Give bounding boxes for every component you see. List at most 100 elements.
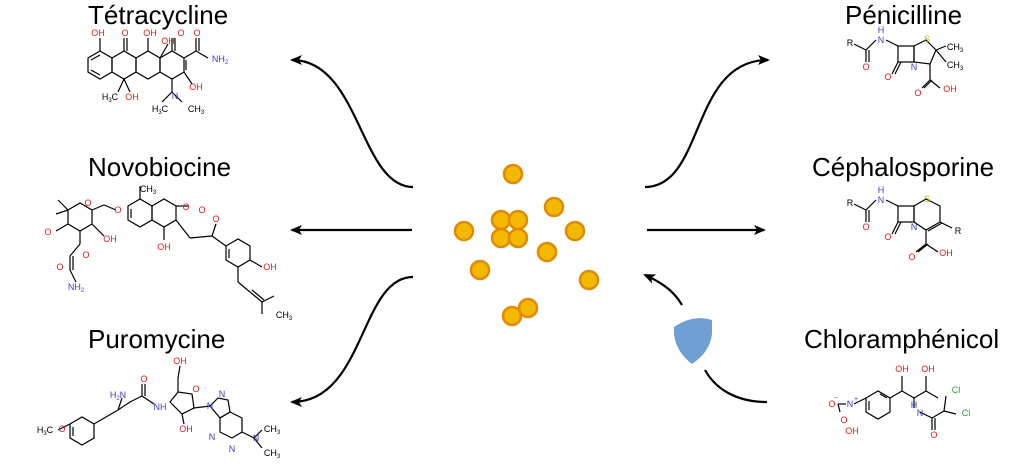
atom-label: O (44, 227, 51, 237)
atom-label: OH (939, 248, 953, 258)
atom-label: O (58, 424, 65, 434)
atom-label: CH3 (264, 448, 281, 460)
arrow-icon (290, 275, 414, 407)
title-puromycin: Puromycine (88, 324, 226, 354)
bacterium (490, 209, 512, 231)
bacterium (469, 259, 491, 281)
atom-label: N (847, 399, 854, 409)
title-tetracycline: Tétracycline (88, 0, 229, 30)
structure-puromycin: H2N O NH OH OH O H3C O N N N N N CH3 CH3 (37, 356, 281, 460)
atom-label: O (121, 28, 128, 38)
bacteria-cluster (453, 163, 600, 327)
atom-label: OH (179, 424, 193, 434)
atom-label: OH (157, 242, 171, 252)
atom-label: OH (125, 92, 139, 102)
atom-label: O (884, 232, 891, 242)
atom-label: OH (173, 356, 187, 366)
atom-label: OH (91, 28, 105, 38)
atom-label: N (219, 389, 226, 399)
atom-label: N (878, 195, 885, 205)
atom-label: CH3 (140, 184, 157, 196)
atom-label: OH (189, 82, 203, 92)
atom-label: CH3 (264, 424, 281, 436)
atom-label: H (878, 185, 885, 195)
atom-label: CH3 (188, 104, 205, 116)
bacterium (564, 220, 586, 242)
atom-label: O (828, 399, 835, 409)
atom-label: OH (143, 28, 157, 38)
atom-label: S (924, 194, 930, 204)
atom-label: N (229, 444, 236, 454)
atom-label: N (209, 432, 216, 442)
atom-label: O (114, 205, 121, 215)
atom-label: H (911, 400, 918, 410)
atom-label: S (924, 34, 930, 44)
atom-label: CH3 (276, 310, 293, 322)
atom-label: N (911, 222, 918, 232)
atom-label: N (172, 91, 179, 101)
atom-label: CH3 (947, 60, 964, 72)
atom-label: O (198, 205, 205, 215)
atom-label: R (955, 226, 962, 236)
atom-label: O (82, 250, 89, 260)
atom-label: + (854, 396, 858, 403)
title-penicillin: Pénicilline (845, 0, 963, 30)
title-novobiocin: Novobiocine (88, 152, 232, 182)
atom-label: O (56, 262, 63, 272)
atom-label: N (207, 401, 214, 411)
structure-chloramphenicol: OH OH Cl Cl O N O + − OH H N O (828, 364, 970, 440)
atom-label: CH3 (947, 42, 964, 54)
atom-label: Cl (952, 385, 961, 395)
atom-label: OH (845, 426, 859, 436)
bacterium (578, 269, 600, 291)
atom-label: O (140, 374, 147, 384)
bacterium (543, 196, 565, 218)
title-chloramphenicol: Chloramphénicol (804, 324, 1000, 354)
bacterium (501, 305, 523, 327)
bacterium (490, 227, 512, 249)
atom-label: N (253, 433, 260, 443)
atom-label: O (177, 28, 184, 38)
atom-label: OH (103, 234, 117, 244)
atom-label: OH (921, 364, 935, 374)
atom-label: H3C (152, 104, 169, 116)
atom-label: OH (943, 84, 957, 94)
atom-label: H3C (37, 425, 54, 437)
arrow-icon (704, 369, 768, 404)
structure-cephalosporin: R H N O N S R O O OH (847, 185, 962, 262)
atom-label: O (840, 415, 847, 425)
atom-label: NH2 (212, 54, 229, 66)
atom-label: O (862, 222, 869, 232)
arrow-icon (643, 273, 683, 306)
bacterium (502, 163, 524, 185)
atom-label: O (862, 62, 869, 72)
atom-label: H2N (110, 390, 126, 402)
atom-label: NH (154, 402, 167, 412)
atom-label: O (884, 72, 891, 82)
structure-tetracycline: OH O OH OH O O NH2 OH OH H3C N H3C CH3 (87, 28, 229, 116)
bacterium (517, 297, 539, 319)
atom-label: O (914, 88, 921, 98)
atom-label: N (878, 35, 885, 45)
atom-label: OH (895, 364, 909, 374)
arrow-icon (644, 55, 770, 189)
atom-label: O (212, 214, 219, 224)
atom-label: NH2 (68, 282, 85, 294)
atom-label: OH (161, 36, 175, 46)
atom-label: O (192, 384, 199, 394)
atom-label: O (193, 28, 200, 38)
bacterium (507, 227, 529, 249)
atom-label: O (930, 430, 937, 440)
atom-label: R (847, 198, 854, 208)
bacterium (453, 220, 475, 242)
atom-label: O (182, 202, 189, 212)
structure-novobiocin: CH3 O O O O O O OH OH OH O O NH2 CH3 (44, 184, 292, 322)
arrows (290, 55, 770, 407)
bacterium (507, 209, 529, 231)
atom-label: R (847, 38, 854, 48)
atom-label: OH (263, 262, 277, 272)
atom-label: O (908, 252, 915, 262)
atom-label: N (911, 62, 918, 72)
